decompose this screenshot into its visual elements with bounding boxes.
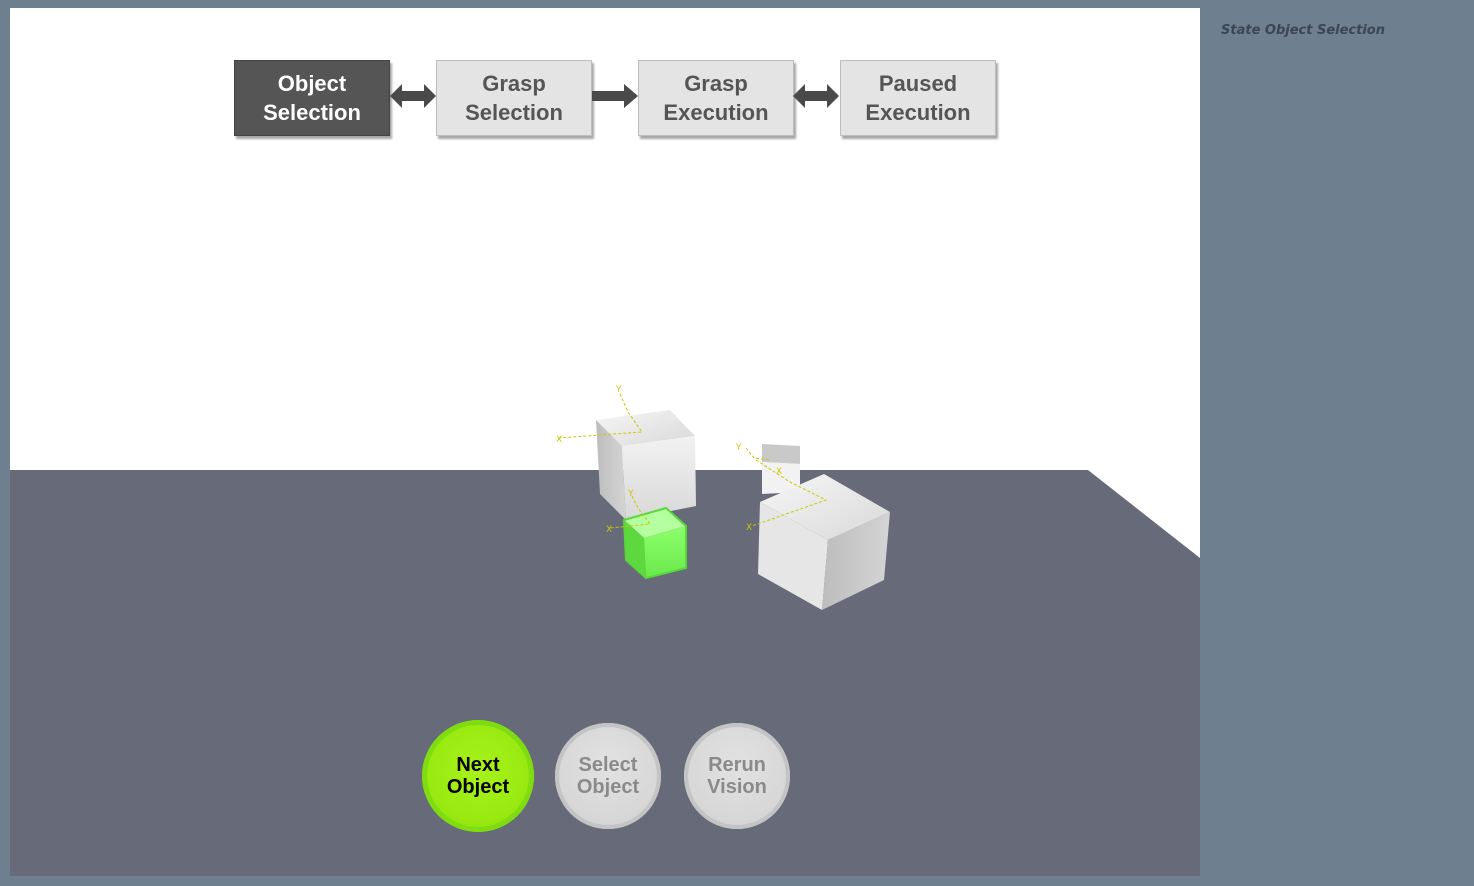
svg-text:Y: Y	[627, 489, 634, 499]
state-grasp-selection: Grasp Selection	[436, 60, 592, 136]
floor-plane	[10, 470, 1200, 876]
axis-marker: Y X	[606, 489, 651, 535]
rerun-vision-button[interactable]: Rerun Vision	[684, 723, 790, 829]
axis-marker: Y X	[556, 385, 643, 445]
scene-object-cube[interactable]	[762, 444, 800, 494]
state-paused-execution: Paused Execution	[840, 60, 996, 136]
svg-text:X: X	[606, 525, 612, 535]
axis-marker: X	[746, 459, 828, 533]
side-panel: State Object Selection	[1200, 0, 1474, 886]
state-object-selection: Object Selection	[234, 60, 390, 136]
svg-text:Y: Y	[735, 443, 742, 453]
svg-text:X: X	[556, 435, 562, 445]
current-state-label: State Object Selection	[1221, 23, 1385, 38]
forward-arrow-icon	[592, 84, 638, 108]
bidirectional-arrow-icon	[390, 84, 436, 108]
3d-viewport[interactable]: Y X Y X Y X	[10, 8, 1200, 876]
svg-text:Y: Y	[615, 385, 622, 395]
scene-object-cube-highlighted[interactable]	[622, 506, 687, 580]
select-object-button[interactable]: Select Object	[555, 723, 661, 829]
svg-text:X: X	[746, 523, 752, 533]
next-object-button[interactable]: Next Object	[422, 720, 534, 832]
svg-text:X: X	[776, 467, 782, 477]
scene-object-cube[interactable]	[758, 474, 890, 610]
state-grasp-execution: Grasp Execution	[638, 60, 794, 136]
bidirectional-arrow-icon	[793, 84, 839, 108]
scene-object-cube[interactable]	[596, 410, 696, 520]
axis-marker: Y X	[735, 443, 782, 477]
scene-canvas[interactable]: Y X Y X Y X	[10, 8, 1200, 876]
